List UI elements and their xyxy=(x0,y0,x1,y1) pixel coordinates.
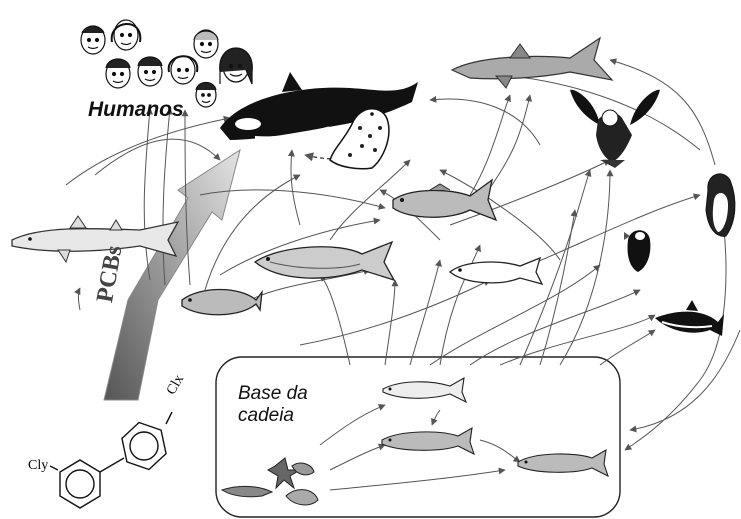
sea-bream xyxy=(182,290,262,315)
pollock xyxy=(382,428,474,454)
human-face xyxy=(81,26,105,54)
human-face xyxy=(220,48,253,84)
human-faces xyxy=(81,20,252,107)
herring xyxy=(383,378,466,402)
human-face xyxy=(169,56,198,84)
human-face xyxy=(138,57,162,86)
dolphin xyxy=(655,300,724,336)
humans-label: Humanos xyxy=(88,98,184,122)
zooplankton xyxy=(222,458,318,505)
cod xyxy=(393,180,496,220)
base-label-line2: cadeia xyxy=(238,405,308,427)
human-face xyxy=(112,20,141,50)
dogfish-shark xyxy=(12,216,178,262)
cly-label: Cly xyxy=(28,458,48,474)
human-face xyxy=(194,30,218,58)
puffin xyxy=(624,230,650,272)
human-face xyxy=(196,83,216,108)
biphenyl-structure xyxy=(50,412,172,508)
cod-base xyxy=(518,450,608,476)
shark xyxy=(452,38,612,88)
human-face xyxy=(106,59,130,88)
base-label-line1: Base da xyxy=(238,383,308,405)
pcb-arrow xyxy=(104,150,240,400)
penguin xyxy=(706,174,735,236)
base-chain-label: Base da cadeia xyxy=(238,383,308,427)
